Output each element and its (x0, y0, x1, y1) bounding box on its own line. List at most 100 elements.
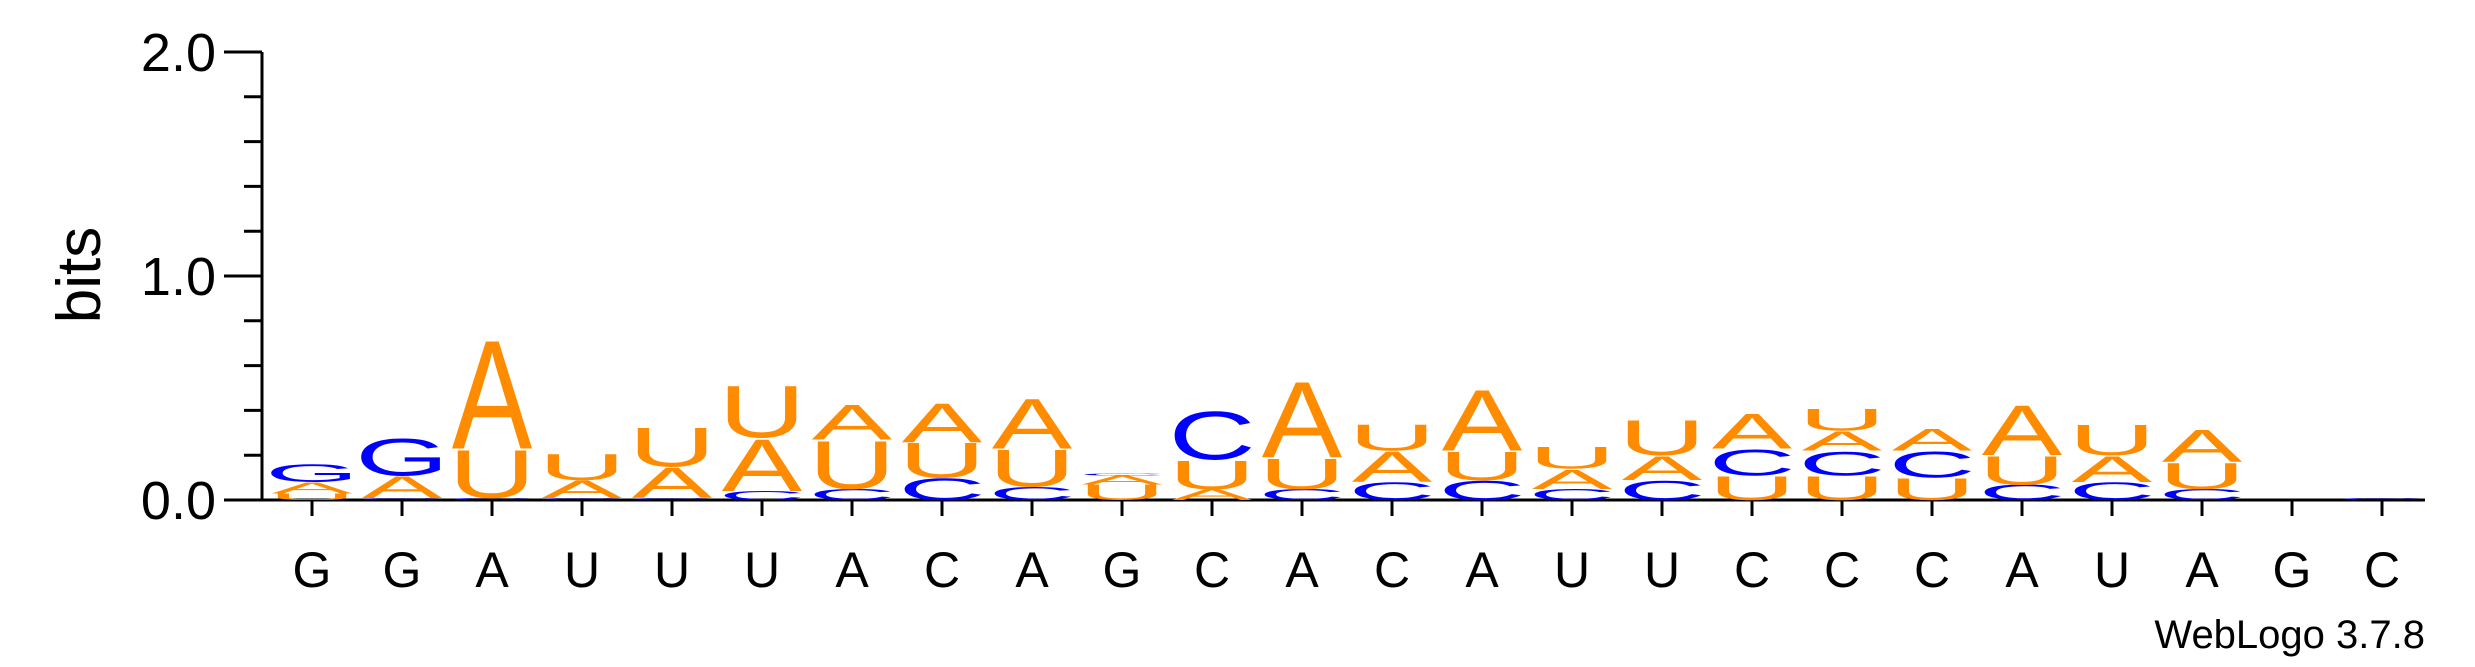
x-tick-label: A (1015, 542, 1049, 598)
logo-letter-g: G (265, 460, 359, 488)
logo-letter-a: A (362, 469, 443, 504)
x-tick-label: U (2094, 542, 2130, 598)
logo-letter-a: A (2072, 448, 2153, 490)
logo-letter-u: U (448, 436, 535, 513)
logo-letter-a: A (812, 394, 893, 450)
logo-letter-c: C (898, 472, 985, 507)
logo-letter-a: A (272, 479, 353, 496)
logo-letter-g: G (355, 428, 449, 487)
x-tick-label: C (1914, 542, 1950, 598)
y-tick-label: 1.0 (141, 247, 216, 307)
logo-letter-c: C (1708, 441, 1795, 483)
logo-letter-c: C (808, 486, 895, 503)
x-tick-label: A (2005, 542, 2039, 598)
logo-letter-u: U (1798, 469, 1885, 507)
logo-letter-u: U (1168, 453, 1255, 498)
logo-letter-c: C (2158, 486, 2245, 503)
x-tick-label: C (924, 542, 960, 598)
logo-letter-u: U (268, 492, 355, 502)
x-tick-label: A (2185, 542, 2219, 598)
weblogo-credit: WebLogo 3.7.8 (2154, 613, 2425, 657)
logo-letter-u: U (2068, 416, 2155, 465)
logo-letter-a: A (1442, 373, 1522, 470)
y-tick-label: 0.0 (141, 471, 216, 531)
logo-letter-c: C (1888, 444, 1975, 486)
logo-letter-u: U (1798, 402, 1885, 437)
x-tick-label: G (2273, 542, 2312, 598)
x-tick-label: U (654, 542, 690, 598)
logo-letter-a: A (1622, 449, 1702, 487)
logo-letter-a: A (1802, 425, 1883, 456)
logo-letter-c: C (1258, 486, 1345, 503)
x-tick-label: U (744, 542, 780, 598)
logo-letter-u: U (1528, 440, 1615, 475)
logo-letter-a: A (1172, 486, 1253, 503)
x-tick-label: G (293, 542, 332, 598)
logo-letter-c: C (988, 483, 1075, 504)
x-tick-label: A (1465, 542, 1499, 598)
logo-letter-a: A (902, 391, 983, 454)
logo-letter-a: A (1982, 391, 2062, 471)
logo-letter-u: U (1348, 417, 1435, 459)
logo-letter-a: A (542, 475, 622, 503)
logo-letter-a: A (722, 424, 803, 507)
logo-letter-u: U (718, 370, 805, 453)
logo-letter-c: C (1438, 475, 1525, 506)
logo-letter-a: A (632, 459, 713, 508)
logo-letter-c: C (1168, 398, 1255, 475)
logo-letter-c: C (718, 489, 805, 503)
y-axis: 0.0 1.0 2.0 (141, 23, 264, 531)
x-tick-label: U (1554, 542, 1590, 598)
logo-letter-c: C (1798, 444, 1885, 482)
logo-letter-a: A (1712, 403, 1793, 459)
y-tick-label: 2.0 (141, 23, 216, 83)
logo-letter-c: C (2068, 478, 2155, 506)
x-tick-label: C (2364, 542, 2400, 598)
x-tick-label: C (1374, 542, 1410, 598)
logo-letter-a: A (992, 384, 1072, 464)
logo-letter-a: A (452, 309, 533, 482)
logo-letter-c: C (1528, 486, 1615, 503)
logo-letter-u: U (808, 427, 895, 504)
logo-letter-a: A (1352, 443, 1433, 492)
logo-letter-u: U (628, 416, 715, 479)
logo-letter-u: U (1978, 448, 2065, 493)
y-axis-label: bits (45, 227, 114, 323)
logo-letter-a: A (2162, 420, 2242, 472)
x-tick-label: A (835, 542, 869, 598)
logo-letter-a: A (1082, 473, 1162, 487)
logo-letter-u: U (1618, 410, 1705, 466)
logo-letter-a: A (1892, 422, 1973, 457)
logo-letter-a: A (1262, 360, 1343, 481)
x-tick-label: A (475, 542, 509, 598)
x-tick-label: U (564, 542, 600, 598)
logo-letter-u: U (2158, 455, 2245, 497)
logo-letter-u: U (1888, 472, 1975, 507)
logo-letter-u: U (1258, 450, 1345, 499)
x-tick-label: C (1824, 542, 1860, 598)
x-tick-label: G (383, 542, 422, 598)
logo-letter-c: C (1078, 473, 1165, 476)
x-tick-label: A (1285, 542, 1319, 598)
logo-letter-u: U (1078, 481, 1165, 505)
logo-letter-u: U (988, 439, 1075, 498)
logo-letter-u: U (538, 446, 625, 488)
logo-letter-c: C (358, 497, 445, 500)
x-tick-label: G (1103, 542, 1142, 598)
x-tick-label: C (1734, 542, 1770, 598)
logo-stacks: UAGCAGCUACAUCAUCAUCUACUACUAUACAUCCUACAUC… (265, 309, 2425, 513)
logo-letter-c: C (1348, 478, 1435, 506)
logo-letter-c: C (2338, 497, 2425, 500)
logo-letter-u: U (1438, 444, 1525, 489)
logo-letter-c: C (448, 497, 535, 500)
logo-letter-c: C (628, 497, 715, 500)
logo-letter-u: U (1708, 469, 1795, 507)
x-tick-label: C (1194, 542, 1230, 598)
x-tick-label: U (1644, 542, 1680, 598)
logo-letter-u: U (898, 432, 985, 488)
logo-letter-c: C (538, 497, 625, 500)
logo-letter-c: C (1978, 481, 2065, 505)
logo-letter-c: C (1618, 475, 1705, 506)
